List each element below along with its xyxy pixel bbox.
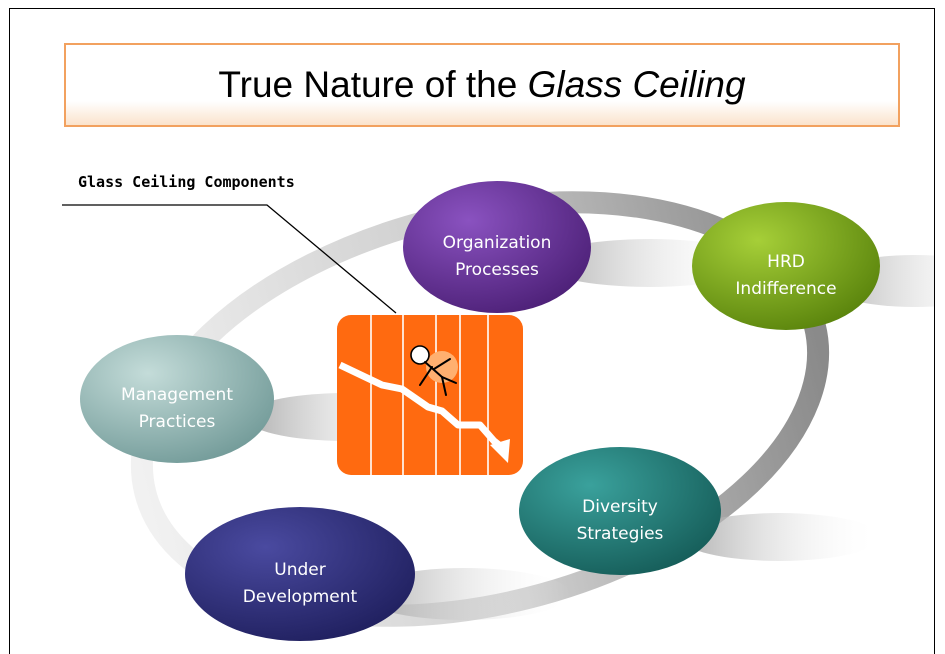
page-title: True Nature of the Glass Ceiling [218, 64, 746, 105]
hrd-indifference-label: HRD Indifference [735, 252, 837, 299]
falling-person-chart-icon [337, 315, 523, 475]
callout-leader-line [62, 204, 397, 314]
title-box: True Nature of the Glass Ceiling [64, 43, 900, 127]
shadow [680, 513, 880, 561]
management-practices-label: Management Practices [121, 385, 233, 432]
diversity-strategies-node [519, 447, 721, 575]
organization-processes-node [403, 181, 591, 313]
under-development-node [185, 507, 415, 641]
diversity-strategies-label: Diversity Strategies [576, 497, 664, 544]
slide: True Nature of the Glass Ceiling [9, 8, 935, 654]
organization-processes-label: Organization Processes [442, 233, 552, 280]
cycle-diagram [62, 181, 934, 641]
hrd-indifference-node [692, 202, 880, 330]
components-label: Glass Ceiling Components [78, 173, 295, 191]
management-practices-node [80, 335, 274, 463]
under-development-label: Under Development [242, 560, 358, 607]
